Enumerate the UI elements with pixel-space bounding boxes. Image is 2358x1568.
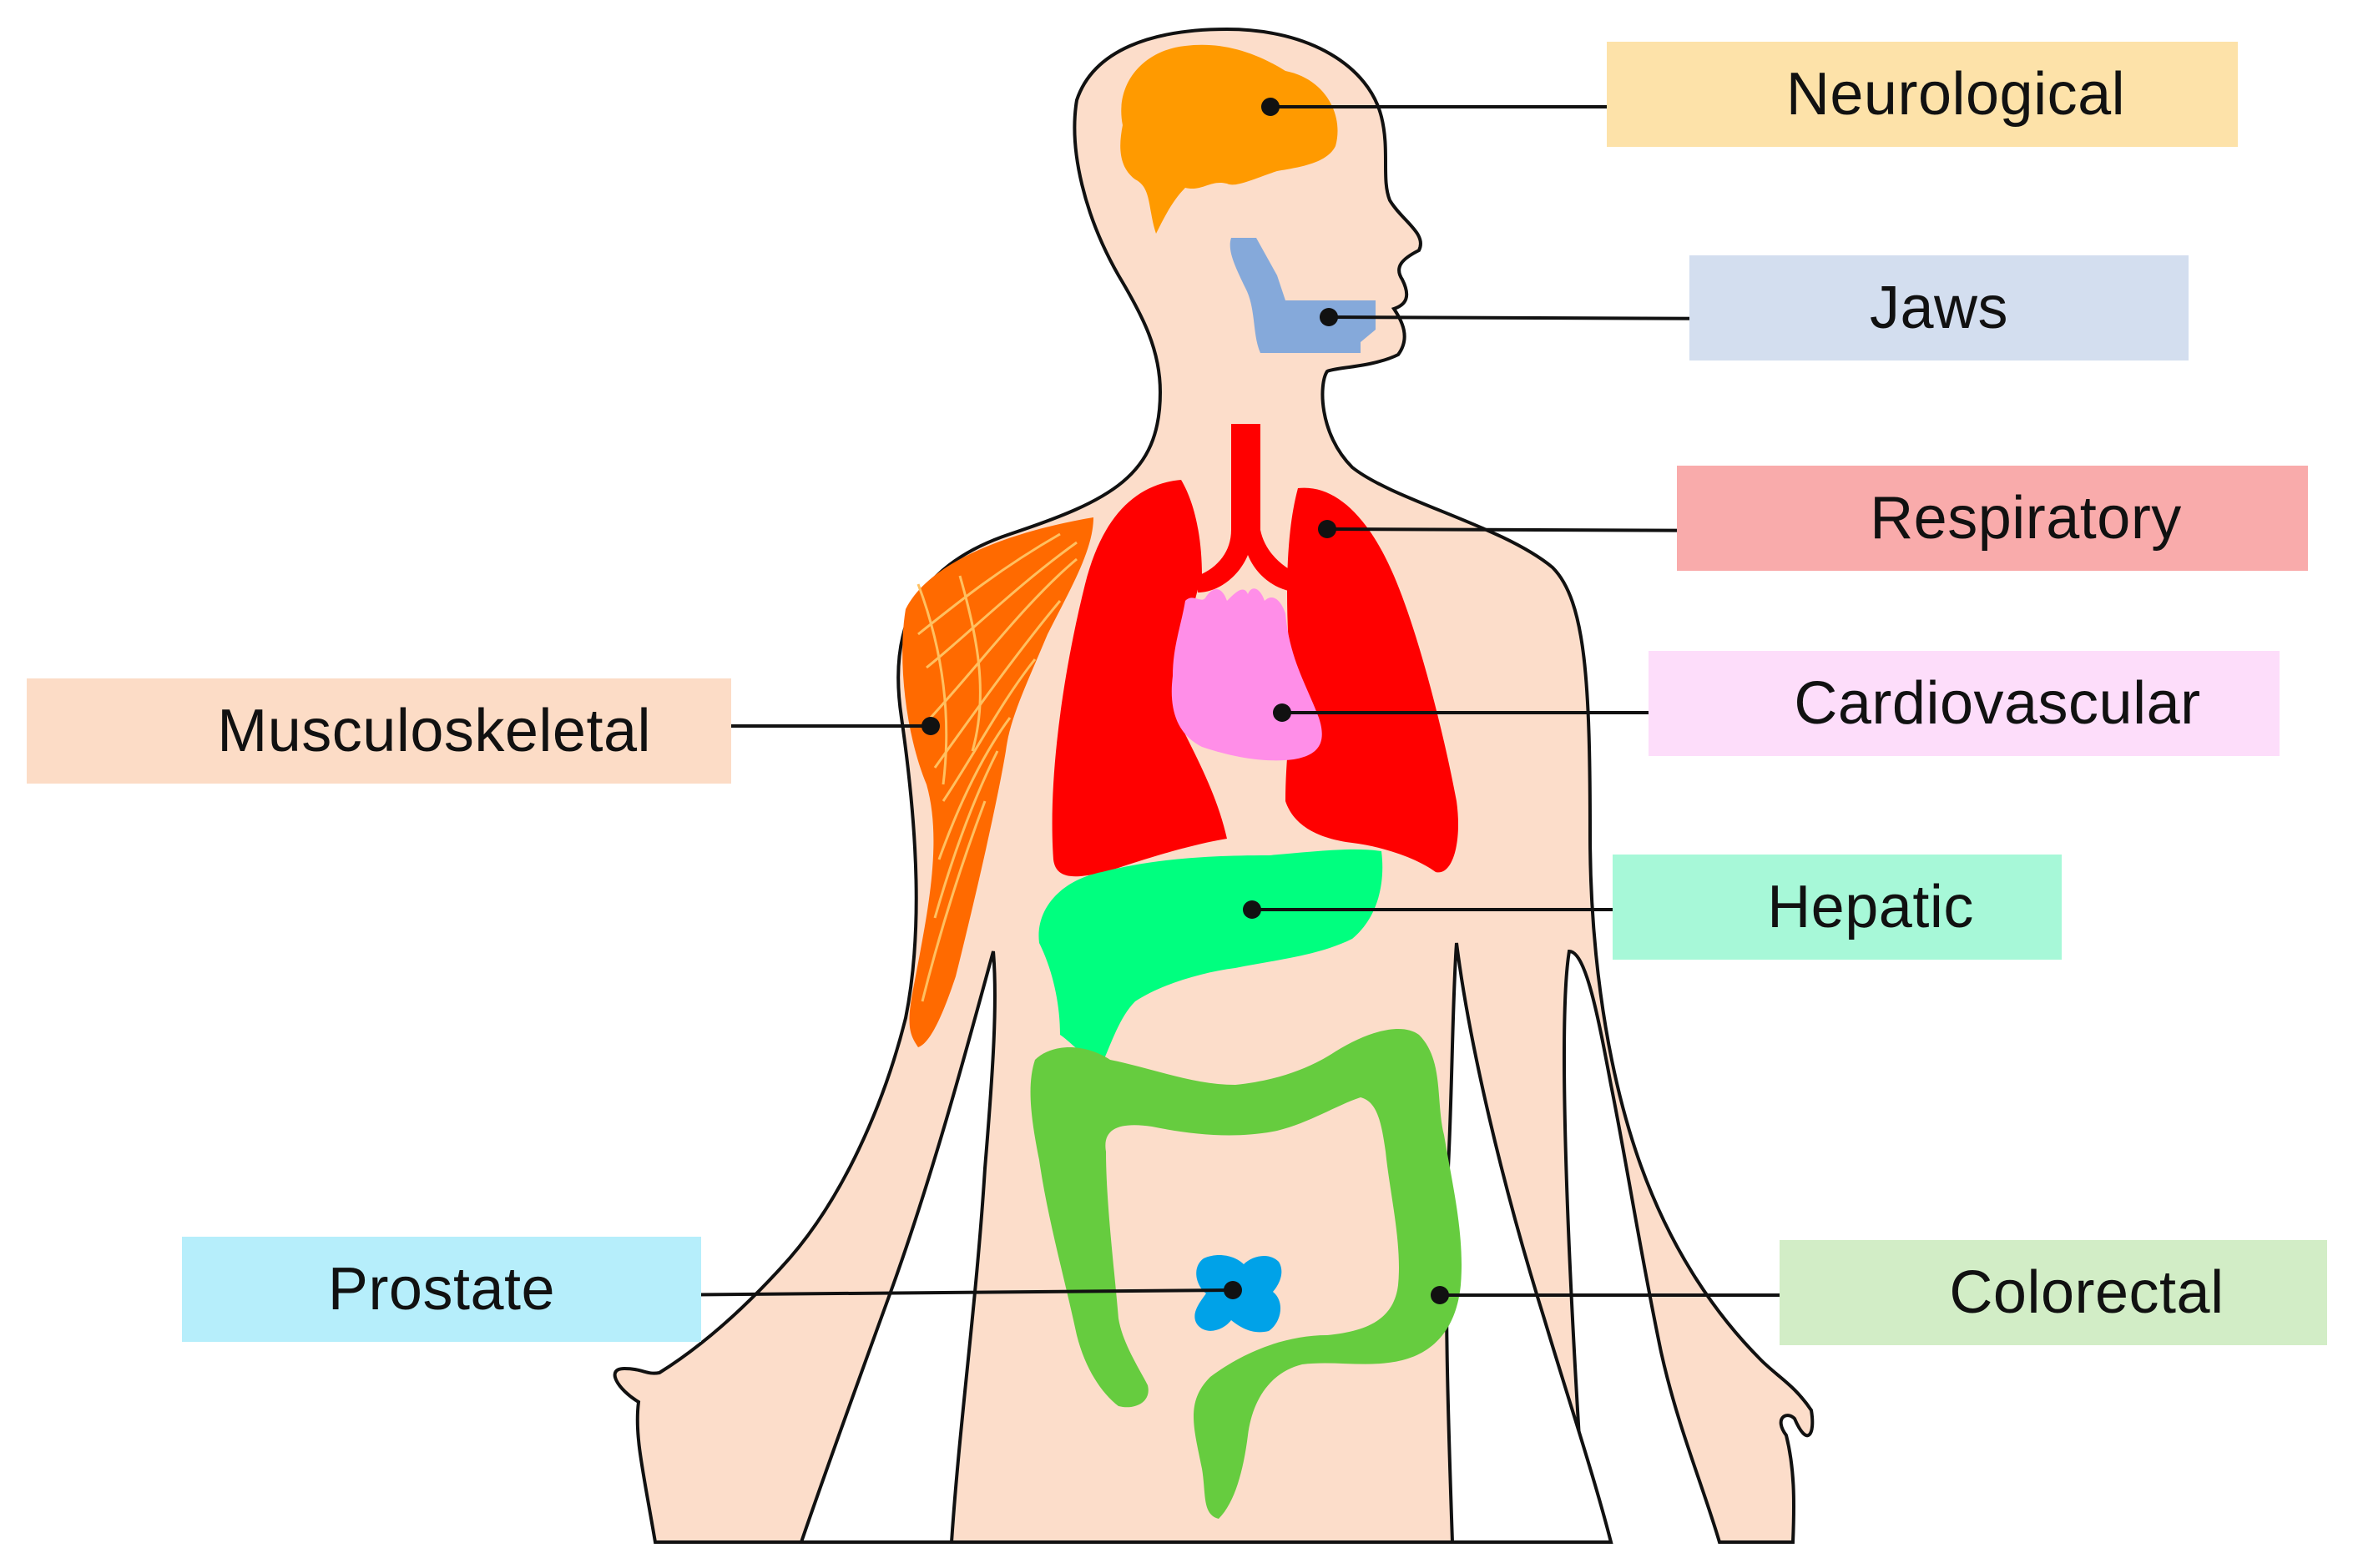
trachea xyxy=(1198,424,1302,592)
muscle-fibers xyxy=(916,532,1078,1002)
label-hepatic: Hepatic xyxy=(1613,855,2062,960)
dot-jaws-organ xyxy=(1320,308,1338,326)
label-respiratory-text: Respiratory xyxy=(1870,485,2182,552)
leader-jaws xyxy=(1328,315,1747,320)
label-cardiovascular: Cardiovascular xyxy=(1649,651,2280,756)
dot-neurological-organ xyxy=(1261,98,1280,116)
dot-musculoskeletal-organ xyxy=(921,717,940,735)
label-cardiovascular-text: Cardiovascular xyxy=(1794,670,2201,737)
label-hepatic-text: Hepatic xyxy=(1767,874,1974,940)
label-jaws-text: Jaws xyxy=(1869,275,2009,341)
label-musculoskeletal: Musculoskeletal xyxy=(27,678,731,784)
body-silhouette xyxy=(613,27,1815,1544)
liver-organ xyxy=(1038,849,1383,1064)
colon-organ xyxy=(1030,1028,1462,1519)
leader-respiratory xyxy=(1326,527,1747,532)
dot-hepatic-organ xyxy=(1243,900,1261,919)
label-jaws: Jaws xyxy=(1689,255,2189,360)
leader-prostate xyxy=(647,1288,1234,1297)
jaw-organ xyxy=(1229,238,1376,353)
label-prostate: Prostate xyxy=(182,1237,701,1342)
brain-organ xyxy=(1120,44,1338,234)
label-prostate-text: Prostate xyxy=(327,1256,556,1323)
dot-cardiovascular-organ xyxy=(1273,703,1291,722)
right-lung xyxy=(1285,487,1459,873)
left-lung xyxy=(1052,480,1227,877)
label-respiratory: Respiratory xyxy=(1677,466,2308,571)
label-colorectal: Colorectal xyxy=(1780,1240,2327,1345)
label-musculoskeletal-text: Musculoskeletal xyxy=(217,698,651,764)
label-colorectal-text: Colorectal xyxy=(1949,1259,2224,1326)
dot-respiratory-organ xyxy=(1318,520,1336,538)
dot-prostate-organ xyxy=(1224,1281,1242,1299)
muscle-organ xyxy=(902,517,1093,1047)
label-neurological: Neurological xyxy=(1607,42,2238,147)
label-neurological-text: Neurological xyxy=(1785,61,2126,128)
left-arm-gap xyxy=(799,950,997,1544)
dot-colorectal-organ xyxy=(1431,1286,1449,1304)
